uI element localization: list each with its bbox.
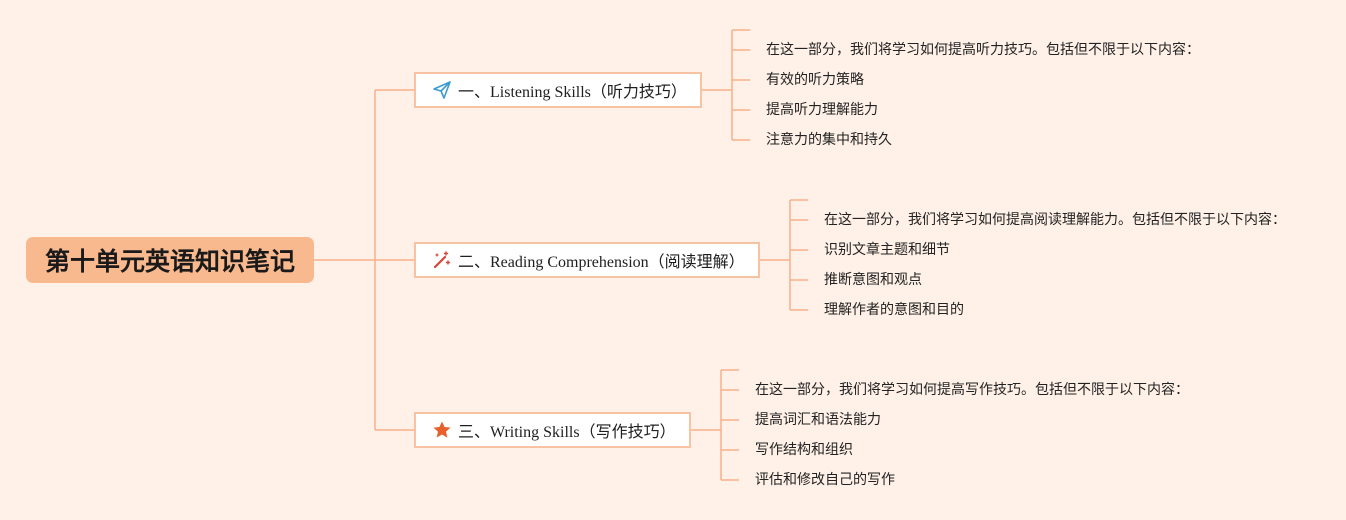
leaf-item[interactable]: 识别文章主题和细节: [824, 242, 950, 258]
branch-reading[interactable]: 二、Reading Comprehension（阅读理解）: [414, 242, 760, 278]
leaf-item[interactable]: 提高词汇和语法能力: [755, 412, 881, 428]
paper-plane-icon: [432, 80, 452, 100]
branch-label: 二、Reading Comprehension（阅读理解）: [458, 254, 745, 271]
leaf-item[interactable]: 在这一部分，我们将学习如何提高写作技巧。包括但不限于以下内容：: [755, 382, 1189, 398]
leaf-item[interactable]: 推断意图和观点: [824, 272, 922, 288]
magic-wand-icon: [432, 250, 452, 270]
star-icon: [432, 420, 452, 440]
leaf-item[interactable]: 写作结构和组织: [755, 442, 853, 458]
root-topic[interactable]: 第十单元英语知识笔记: [26, 237, 314, 283]
leaf-item[interactable]: 理解作者的意图和目的: [824, 302, 964, 318]
leaf-item[interactable]: 在这一部分，我们将学习如何提高听力技巧。包括但不限于以下内容：: [766, 42, 1200, 58]
leaf-item[interactable]: 在这一部分，我们将学习如何提高阅读理解能力。包括但不限于以下内容：: [824, 212, 1286, 228]
root-title: 第十单元英语知识笔记: [44, 247, 295, 276]
branch-label: 一、Listening Skills（听力技巧）: [458, 84, 687, 101]
branch-label: 三、Writing Skills（写作技巧）: [458, 424, 676, 441]
leaf-item[interactable]: 评估和修改自己的写作: [755, 472, 895, 488]
branch-writing[interactable]: 三、Writing Skills（写作技巧）: [414, 412, 691, 448]
leaf-item[interactable]: 提高听力理解能力: [766, 102, 878, 118]
leaf-item[interactable]: 注意力的集中和持久: [766, 132, 892, 148]
leaf-item[interactable]: 有效的听力策略: [766, 72, 864, 88]
branch-listening[interactable]: 一、Listening Skills（听力技巧）: [414, 72, 702, 108]
